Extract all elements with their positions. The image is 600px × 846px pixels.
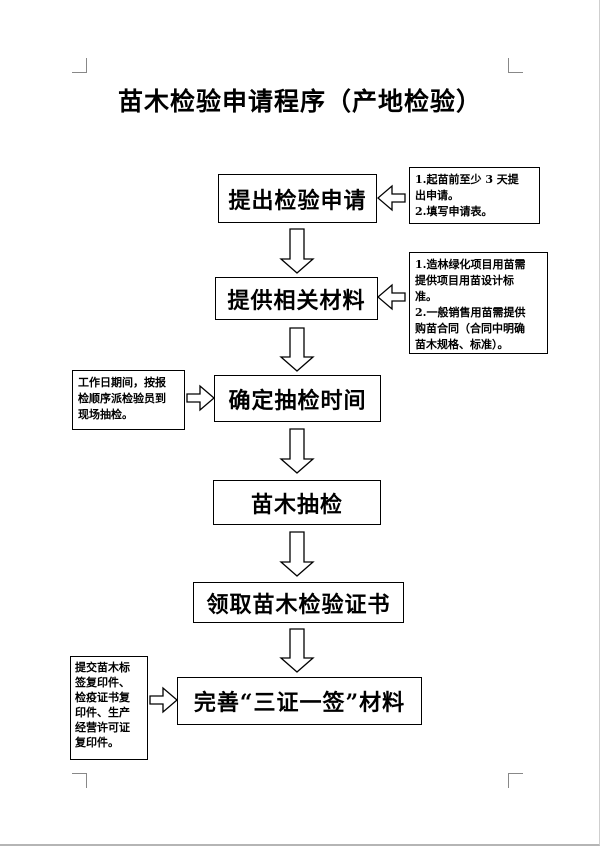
note-complete: 提交苗木标 签复印件、 检疫证书复 印件、生产 经营许可证 复印件。 [70,656,148,760]
crop-mark-top-left [72,58,87,73]
note-apply: 1.起苗前至少 3 天提 出申请。 2.填写申请表。 [409,167,540,224]
note-schedule: 工作日期间，按报 检顺序派检验员到 现场抽检。 [72,370,185,430]
step-provide-materials: 提供相关材料 [215,277,378,320]
step-complete-materials: 完善“三证一签”材料 [177,677,422,725]
crop-mark-bottom-right [508,773,523,788]
left-arrow-materials [377,283,406,311]
page-title: 苗木检验申请程序（产地检验） [117,87,482,116]
down-arrow-2 [279,327,315,372]
step-submit-application: 提出检验申请 [218,174,377,223]
left-arrow-apply [377,184,406,212]
note-materials: 1.造林绿化项目用苗需 提供项目用苗设计标 准。 2.一般销售用苗需提供 购苗合… [409,252,548,354]
down-arrow-3 [279,428,315,474]
down-arrow-1 [279,228,315,274]
right-arrow-schedule [186,384,215,412]
step-sampling-inspection: 苗木抽检 [213,480,381,525]
down-arrow-4 [279,531,315,577]
crop-mark-top-right [508,58,523,73]
step-collect-certificate: 领取苗木检验证书 [193,582,404,623]
step-schedule-inspection: 确定抽检时间 [214,375,381,422]
crop-mark-bottom-left [72,773,87,788]
right-arrow-complete [149,686,178,714]
down-arrow-5 [279,628,315,673]
